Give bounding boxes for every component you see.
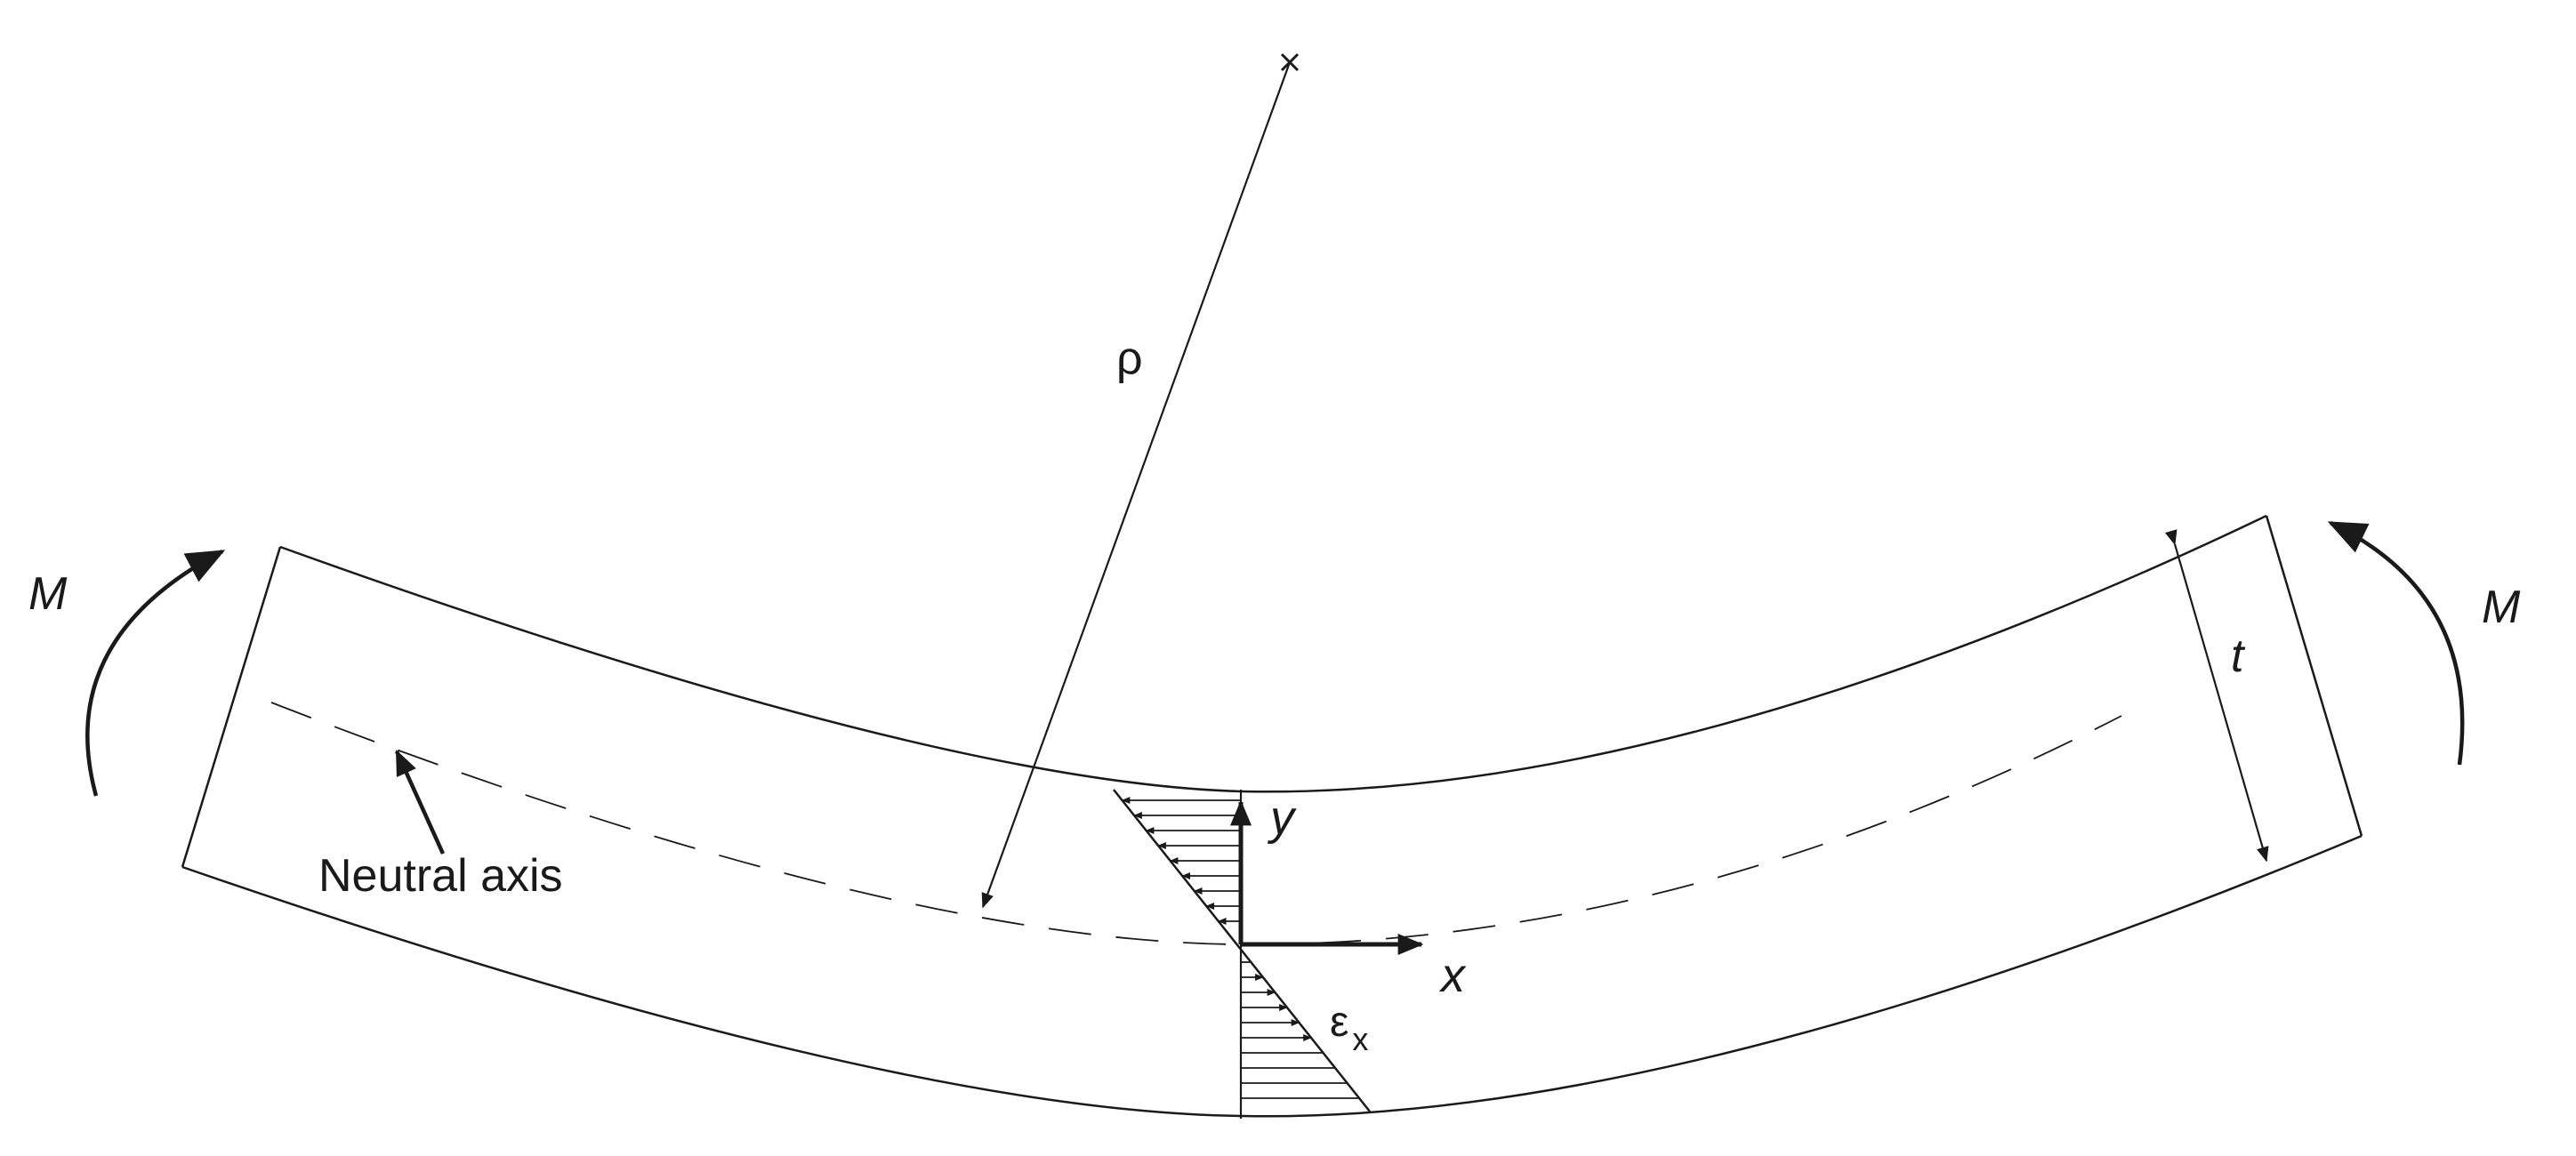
strain-distribution [1113, 789, 1371, 1119]
thickness-dimension-arrow [2164, 529, 2269, 863]
beam-left-end [181, 546, 282, 868]
coordinate-axes [1230, 799, 1424, 955]
neutral-axis-label: Neutral axis [318, 850, 563, 902]
compression-hatching [1121, 797, 1241, 925]
moment-label-left: M [28, 568, 68, 620]
beam-top-edge [279, 514, 2267, 793]
moment-arrow-left [85, 550, 226, 797]
moment-arrow-right [2327, 520, 2465, 766]
x-axis-label: x [1438, 949, 1467, 1002]
neutral-axis-leader-arrow [394, 749, 446, 855]
radius-of-curvature [981, 52, 1300, 909]
y-axis-label: y [1267, 791, 1297, 845]
beam-right-end [2265, 515, 2363, 837]
thickness-label: t [2231, 630, 2246, 682]
center-of-curvature-marker [1280, 52, 1300, 72]
moment-label-right: M [2482, 582, 2521, 633]
radius-label: ρ [1116, 333, 1143, 384]
tension-hatching [1241, 961, 1360, 1099]
strain-symbol: ε [1330, 999, 1348, 1046]
radius-line [981, 61, 1292, 909]
strain-profile-line [1113, 789, 1371, 1112]
neutral-axis-line [270, 702, 2122, 945]
strain-subscript: x [1352, 1021, 1368, 1057]
